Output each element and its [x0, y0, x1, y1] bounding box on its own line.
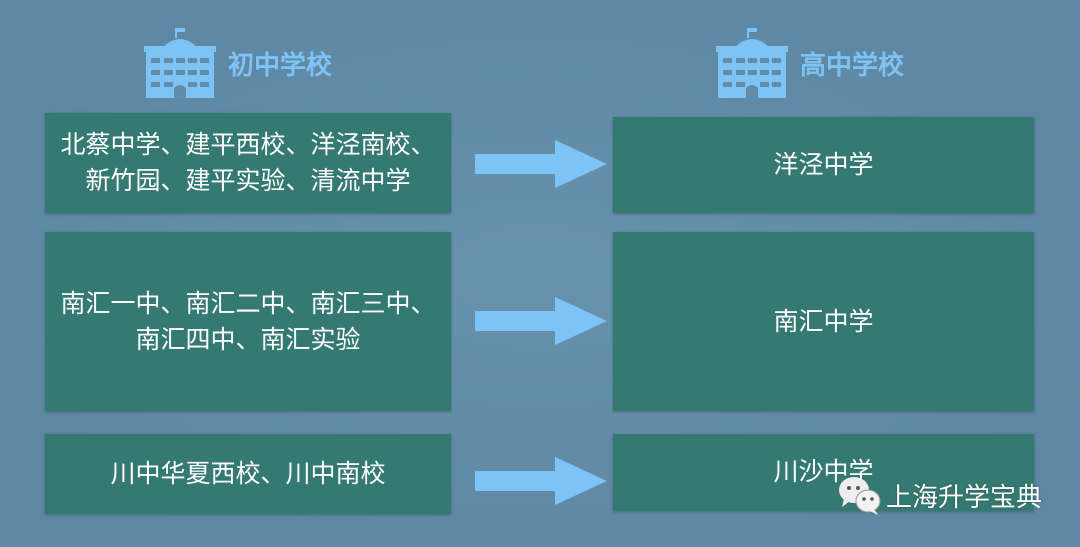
junior-text: 川中华夏西校、川中南校	[110, 459, 386, 488]
senior-box-1: 洋泾中学	[613, 117, 1034, 213]
junior-box-1: 北蔡中学、建平西校、洋泾南校、新竹园、建平实验、清流中学	[45, 113, 451, 213]
junior-text: 新竹园、建平实验、清流中学	[85, 166, 411, 195]
arrow-right-icon	[475, 457, 607, 505]
watermark: 上海升学宝典	[838, 475, 1042, 515]
school-building-icon	[144, 28, 216, 98]
wechat-icon	[839, 477, 881, 515]
arrow-right-icon	[475, 140, 607, 188]
senior-box-3: 川沙中学	[613, 434, 1034, 511]
senior-text: 南汇中学	[773, 306, 874, 336]
header-junior-label: 初中学校	[228, 50, 333, 81]
junior-box-3: 川中华夏西校、川中南校	[45, 434, 451, 514]
watermark-text: 上海升学宝典	[886, 482, 1043, 513]
senior-text: 洋泾中学	[773, 150, 874, 179]
junior-text: 南汇一中、南汇二中、南汇三中、	[60, 288, 436, 318]
header-junior: 初中学校	[142, 28, 332, 98]
arrow-right-icon	[475, 297, 607, 345]
header-senior-label: 高中学校	[800, 50, 905, 81]
header-senior: 高中学校	[714, 28, 904, 98]
junior-text: 南汇四中、南汇实验	[135, 324, 361, 354]
senior-box-2: 南汇中学	[613, 232, 1034, 411]
school-building-icon	[716, 28, 788, 98]
junior-text: 北蔡中学、建平西校、洋泾南校、	[60, 130, 436, 159]
junior-box-2: 南汇一中、南汇二中、南汇三中、南汇四中、南汇实验	[45, 232, 451, 411]
